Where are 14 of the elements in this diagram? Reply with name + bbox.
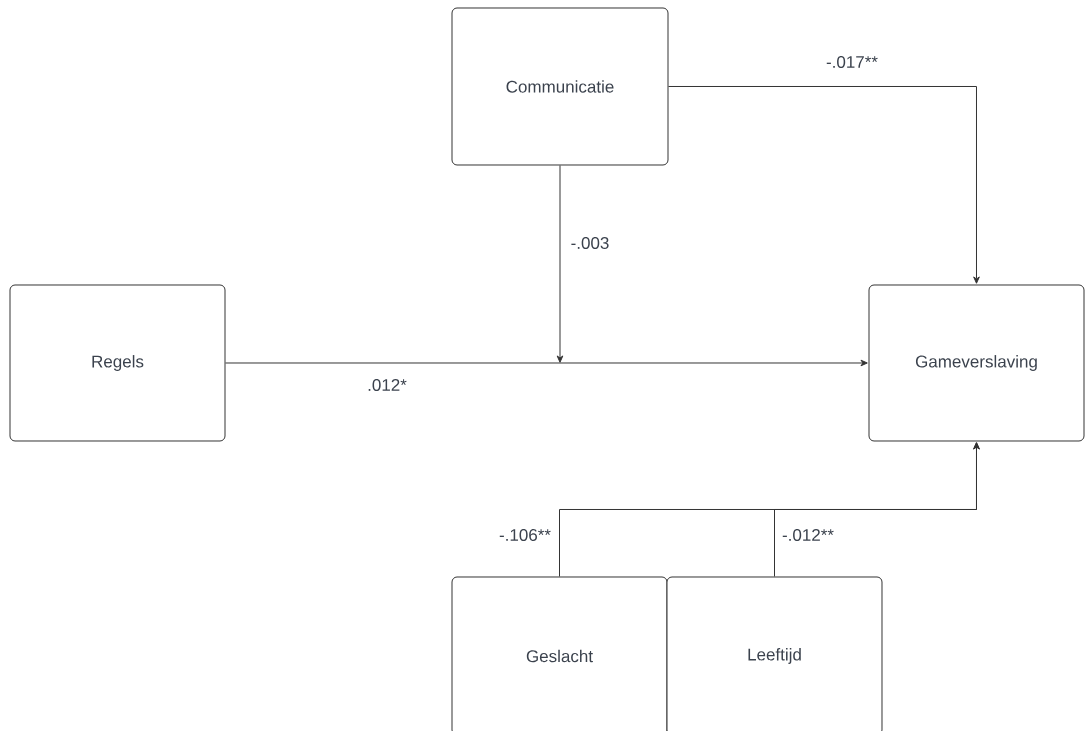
variable-box: Gameverslaving: [868, 284, 1085, 442]
variable-box: Communicatie: [451, 7, 669, 166]
variable-box: Leeftijd: [666, 576, 883, 731]
arrow: [668, 86, 980, 284]
arrow: [774, 442, 980, 577]
arrow: [225, 359, 868, 367]
variable-box: Geslacht: [451, 576, 668, 731]
edge-label: -.017**: [825, 54, 879, 69]
edge-label: -.003: [569, 235, 611, 250]
edge-label: -.012**: [781, 527, 835, 542]
arrow: [556, 165, 564, 363]
edge-label: .012*: [366, 377, 408, 392]
variable-box: Regels: [9, 284, 226, 442]
edge-label: -.106**: [498, 527, 552, 542]
